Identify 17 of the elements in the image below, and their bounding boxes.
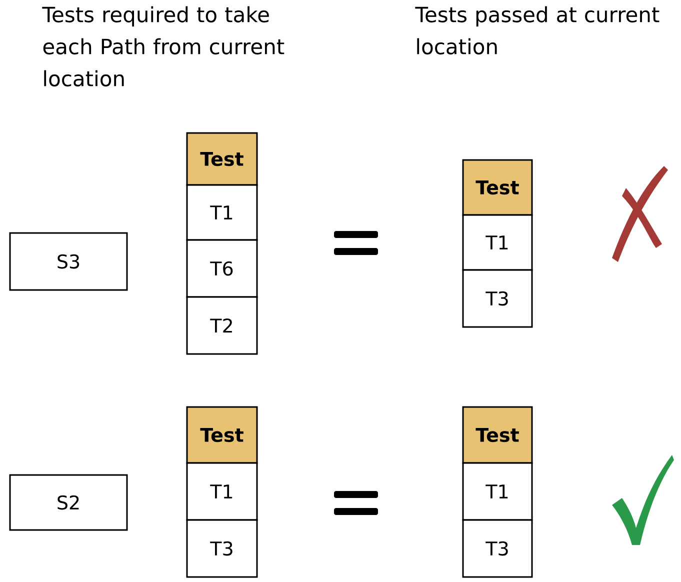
table-cell: T1 [462,462,533,521]
table-cell: T1 [186,184,258,241]
heading: Tests required to take each Path from current location [42,6,284,86]
table-header-cell: Test [186,406,258,464]
state-box: S3 [9,232,128,291]
heading: Tests passed at current location [415,6,660,54]
table-cell: T6 [186,239,258,298]
table-cell: T3 [462,269,533,328]
table-cell: T2 [186,296,258,355]
table-cell: T3 [186,519,258,578]
table-header-cell: Test [462,406,533,464]
table-cell: T1 [462,214,533,271]
table-cell: T1 [186,462,258,521]
table-header-cell: Test [186,132,258,186]
table-header-cell: Test [462,159,533,216]
state-box: S2 [9,474,128,531]
table-cell: T3 [462,519,533,578]
